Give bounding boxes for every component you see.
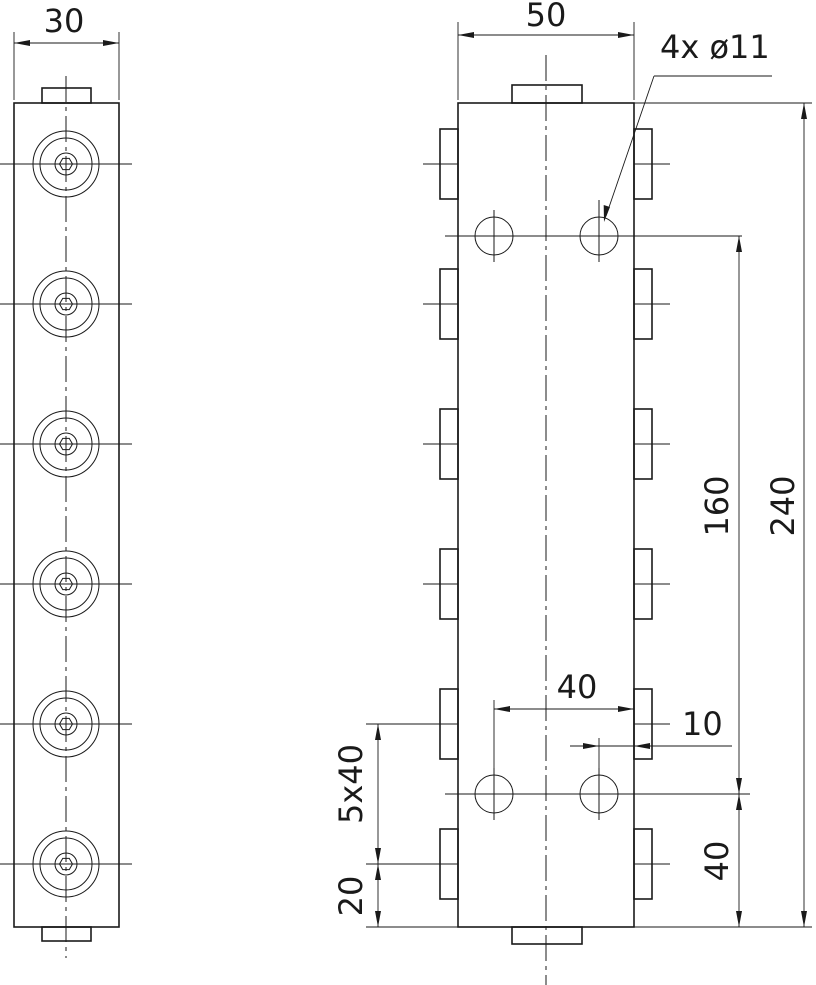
front-bottom-tab <box>511 926 583 945</box>
overall-height-label: 240 <box>764 475 802 536</box>
port-pitch-dimension: 5x40 <box>332 723 440 927</box>
side-port <box>0 690 132 758</box>
side-port <box>0 550 132 618</box>
hole-spacing-vertical-dimension: 160 <box>698 236 742 794</box>
hole-callout-label: 4x ø11 <box>660 28 770 66</box>
hole-spacing-horizontal-label: 40 <box>557 668 598 706</box>
hole-spacing-vertical-label: 160 <box>698 475 736 536</box>
front-top-tab <box>511 84 583 104</box>
bottom-hole-offset-label: 40 <box>698 841 736 882</box>
bottom-hole-offset-dimension: 40 <box>698 794 742 927</box>
side-view: 30 <box>0 2 132 958</box>
hole-spacing-horizontal-dimension: 40 <box>493 668 635 772</box>
mounting-holes <box>445 200 750 820</box>
hole-callout: 4x ø11 <box>603 28 772 222</box>
first-port-offset-dimension: 20 <box>332 864 381 927</box>
first-port-offset-label: 20 <box>332 876 370 917</box>
side-width-dimension: 30 <box>13 2 120 100</box>
side-port <box>0 830 132 898</box>
port-pitch-label: 5x40 <box>332 744 370 824</box>
front-width-dimension: 50 <box>457 0 635 100</box>
overall-height-dimension: 240 <box>764 103 807 927</box>
side-port <box>0 130 132 198</box>
side-port <box>0 410 132 478</box>
side-width-label: 30 <box>44 2 85 40</box>
hole-edge-offset-label: 10 <box>682 705 723 743</box>
front-view: 50 4x ø11 <box>332 0 812 985</box>
side-port <box>0 270 132 338</box>
front-width-label: 50 <box>526 0 567 34</box>
hole-edge-offset-dimension: 10 <box>570 705 732 772</box>
